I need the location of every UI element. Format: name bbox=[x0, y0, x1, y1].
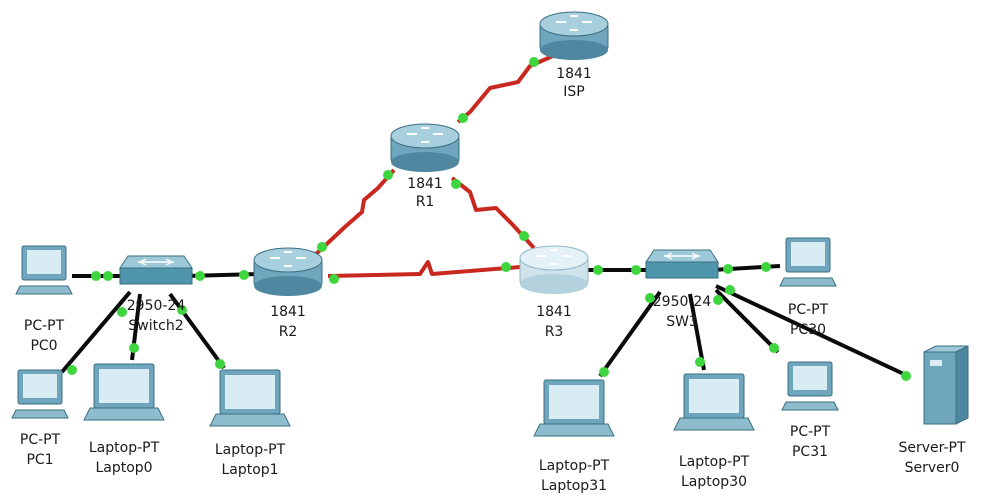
port-light bbox=[117, 307, 127, 317]
laptop-laptop31[interactable]: Laptop-PT Laptop31 bbox=[533, 379, 615, 494]
serial-link-r2-r3[interactable] bbox=[327, 260, 521, 278]
laptop-name-label: Laptop1 bbox=[221, 462, 278, 478]
switch-sw3[interactable]: 2950-24 SW3 bbox=[645, 249, 719, 330]
port-light bbox=[383, 170, 393, 180]
pc-model-label: PC-PT bbox=[788, 302, 829, 318]
port-light bbox=[317, 242, 327, 252]
router-icon bbox=[253, 247, 323, 296]
pc-pc31[interactable]: PC-PT PC31 bbox=[781, 361, 839, 460]
port-light bbox=[769, 343, 779, 353]
laptop-laptop1[interactable]: Laptop-PT Laptop1 bbox=[209, 369, 291, 478]
laptop-model-label: Laptop-PT bbox=[215, 442, 286, 458]
router-icon bbox=[519, 245, 589, 294]
serial-link-isp-r1[interactable] bbox=[456, 50, 563, 124]
port-light bbox=[723, 264, 733, 274]
port-light bbox=[599, 367, 609, 377]
router-name-label: R3 bbox=[545, 324, 564, 340]
switch-icon bbox=[119, 255, 193, 285]
eth-link-sw3-laptop31[interactable] bbox=[598, 290, 662, 378]
router-r3[interactable]: 1841 R3 bbox=[519, 245, 589, 340]
cables bbox=[60, 50, 909, 378]
switch-model-label: 2950-24 bbox=[653, 294, 712, 310]
port-light bbox=[239, 270, 249, 280]
router-name-label: R1 bbox=[416, 194, 435, 210]
router-model-label: 1841 bbox=[556, 66, 592, 82]
laptop-icon bbox=[673, 373, 755, 431]
router-model-label: 1841 bbox=[536, 304, 572, 320]
port-light bbox=[695, 357, 705, 367]
serial-link-r1-r3[interactable] bbox=[450, 176, 536, 250]
port-lights bbox=[67, 57, 911, 381]
router-name-label: ISP bbox=[563, 84, 584, 100]
port-light bbox=[761, 262, 771, 272]
switch-name-label: Switch2 bbox=[128, 318, 183, 334]
port-light bbox=[195, 271, 205, 281]
eth-link-switch2-pc1[interactable] bbox=[60, 290, 132, 374]
port-light bbox=[177, 305, 187, 315]
laptop-icon bbox=[533, 379, 615, 437]
pc-name-label: PC0 bbox=[30, 338, 57, 354]
router-icon bbox=[390, 123, 460, 172]
laptop-laptop0[interactable]: Laptop-PT Laptop0 bbox=[83, 363, 165, 476]
router-isp[interactable]: 1841 ISP bbox=[539, 11, 609, 100]
laptop-icon bbox=[83, 363, 165, 421]
port-light bbox=[67, 365, 77, 375]
switch-model-label: 2950-24 bbox=[127, 298, 186, 314]
port-light bbox=[529, 57, 539, 67]
laptop-name-label: Laptop30 bbox=[681, 474, 747, 490]
port-light bbox=[129, 343, 139, 353]
router-model-label: 1841 bbox=[407, 176, 443, 192]
router-r1[interactable]: 1841 R1 bbox=[390, 123, 460, 210]
laptop-name-label: Laptop0 bbox=[95, 460, 152, 476]
port-light bbox=[451, 179, 461, 189]
laptop-model-label: Laptop-PT bbox=[539, 458, 610, 474]
pc-icon bbox=[781, 361, 839, 411]
router-r2[interactable]: 1841 R2 bbox=[253, 247, 323, 340]
router-icon bbox=[539, 11, 609, 60]
laptop-name-label: Laptop31 bbox=[541, 478, 607, 494]
pc-icon bbox=[779, 237, 837, 287]
port-light bbox=[215, 359, 225, 369]
port-light bbox=[645, 293, 655, 303]
pc-pc30[interactable]: PC-PT PC30 bbox=[779, 237, 837, 338]
serial-link-r1-r2[interactable] bbox=[314, 168, 396, 256]
laptop-model-label: Laptop-PT bbox=[679, 454, 750, 470]
server-server0[interactable]: Server-PT Server0 bbox=[898, 345, 969, 476]
switch-switch2[interactable]: 2950-24 Switch2 bbox=[119, 255, 193, 334]
switch-icon bbox=[645, 249, 719, 279]
port-light bbox=[901, 371, 911, 381]
port-light bbox=[713, 295, 723, 305]
server-model-label: Server-PT bbox=[898, 440, 966, 456]
pc-icon bbox=[15, 245, 73, 295]
port-light bbox=[91, 271, 101, 281]
server-icon bbox=[923, 345, 969, 425]
eth-link-sw3-server0[interactable] bbox=[715, 284, 909, 378]
eth-link-sw3-pc31[interactable] bbox=[714, 288, 780, 354]
port-light bbox=[501, 262, 511, 272]
port-light bbox=[329, 274, 339, 284]
server-name-label: Server0 bbox=[905, 460, 960, 476]
pc-model-label: PC-PT bbox=[790, 424, 831, 440]
port-light bbox=[593, 265, 603, 275]
router-model-label: 1841 bbox=[270, 304, 306, 320]
pc-model-label: PC-PT bbox=[20, 432, 61, 448]
port-light bbox=[103, 271, 113, 281]
pc-model-label: PC-PT bbox=[24, 318, 65, 334]
pc-icon bbox=[11, 369, 69, 419]
pc-name-label: PC30 bbox=[790, 322, 826, 338]
port-light bbox=[631, 265, 641, 275]
port-light bbox=[725, 285, 735, 295]
switch-name-label: SW3 bbox=[666, 314, 698, 330]
pc-name-label: PC31 bbox=[792, 444, 828, 460]
router-name-label: R2 bbox=[279, 324, 298, 340]
laptop-laptop30[interactable]: Laptop-PT Laptop30 bbox=[673, 373, 755, 490]
laptop-model-label: Laptop-PT bbox=[89, 440, 160, 456]
laptop-icon bbox=[209, 369, 291, 427]
pc-pc1[interactable]: PC-PT PC1 bbox=[11, 369, 69, 468]
port-light bbox=[458, 113, 468, 123]
port-light bbox=[519, 231, 529, 241]
pc-name-label: PC1 bbox=[26, 452, 53, 468]
pc-pc0[interactable]: PC-PT PC0 bbox=[15, 245, 73, 354]
